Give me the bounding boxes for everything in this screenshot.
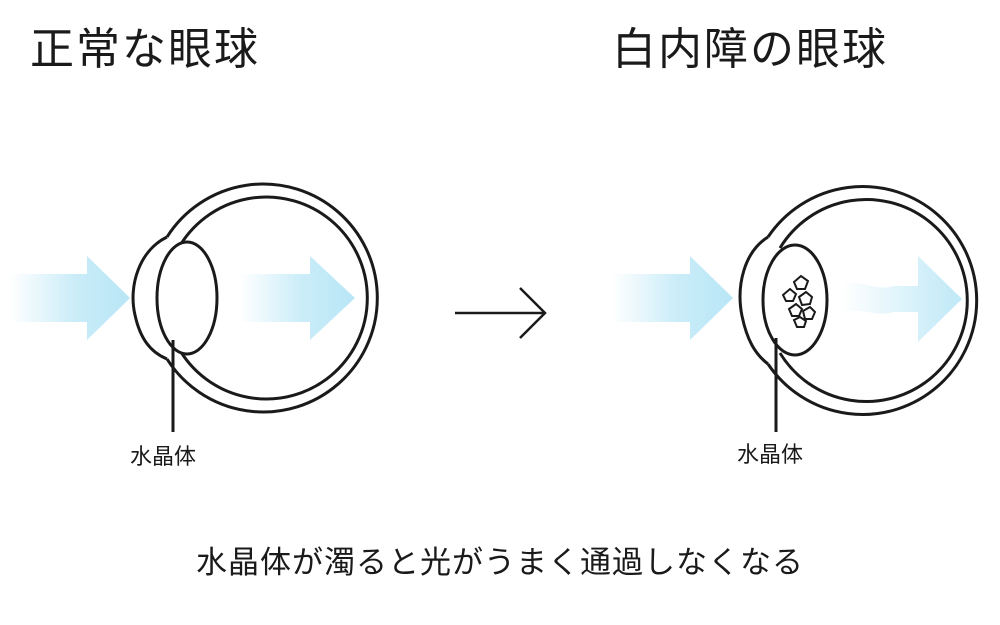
cornea <box>131 235 168 361</box>
lens-opacity-particles <box>781 274 817 328</box>
incoming-light-arrow-right <box>612 256 733 340</box>
diagram-caption: 水晶体が濁ると光がうまく通過しなくなる <box>196 545 804 581</box>
eyeball-outer <box>766 185 979 416</box>
crystalline-lens <box>155 240 219 356</box>
cornea <box>738 235 769 366</box>
clouded-lens <box>761 243 829 357</box>
normal-eye <box>10 182 379 432</box>
outgoing-light-arrow-left <box>240 256 355 340</box>
eyeball-inner <box>176 195 369 401</box>
eyeball-outer <box>165 182 379 414</box>
incoming-light-arrow-left <box>10 256 130 340</box>
right-arrow-icon <box>455 287 547 339</box>
lens-label-cataract: 水晶体 <box>737 443 804 468</box>
normal-eye-title: 正常な眼球 <box>30 24 260 75</box>
cataract-eye <box>612 185 979 432</box>
cataract-eye-title: 白内障の眼球 <box>612 24 888 75</box>
eyeball-inner <box>778 198 969 403</box>
scattered-light-arrow-right <box>842 256 962 342</box>
lens-label-normal: 水晶体 <box>130 445 197 470</box>
